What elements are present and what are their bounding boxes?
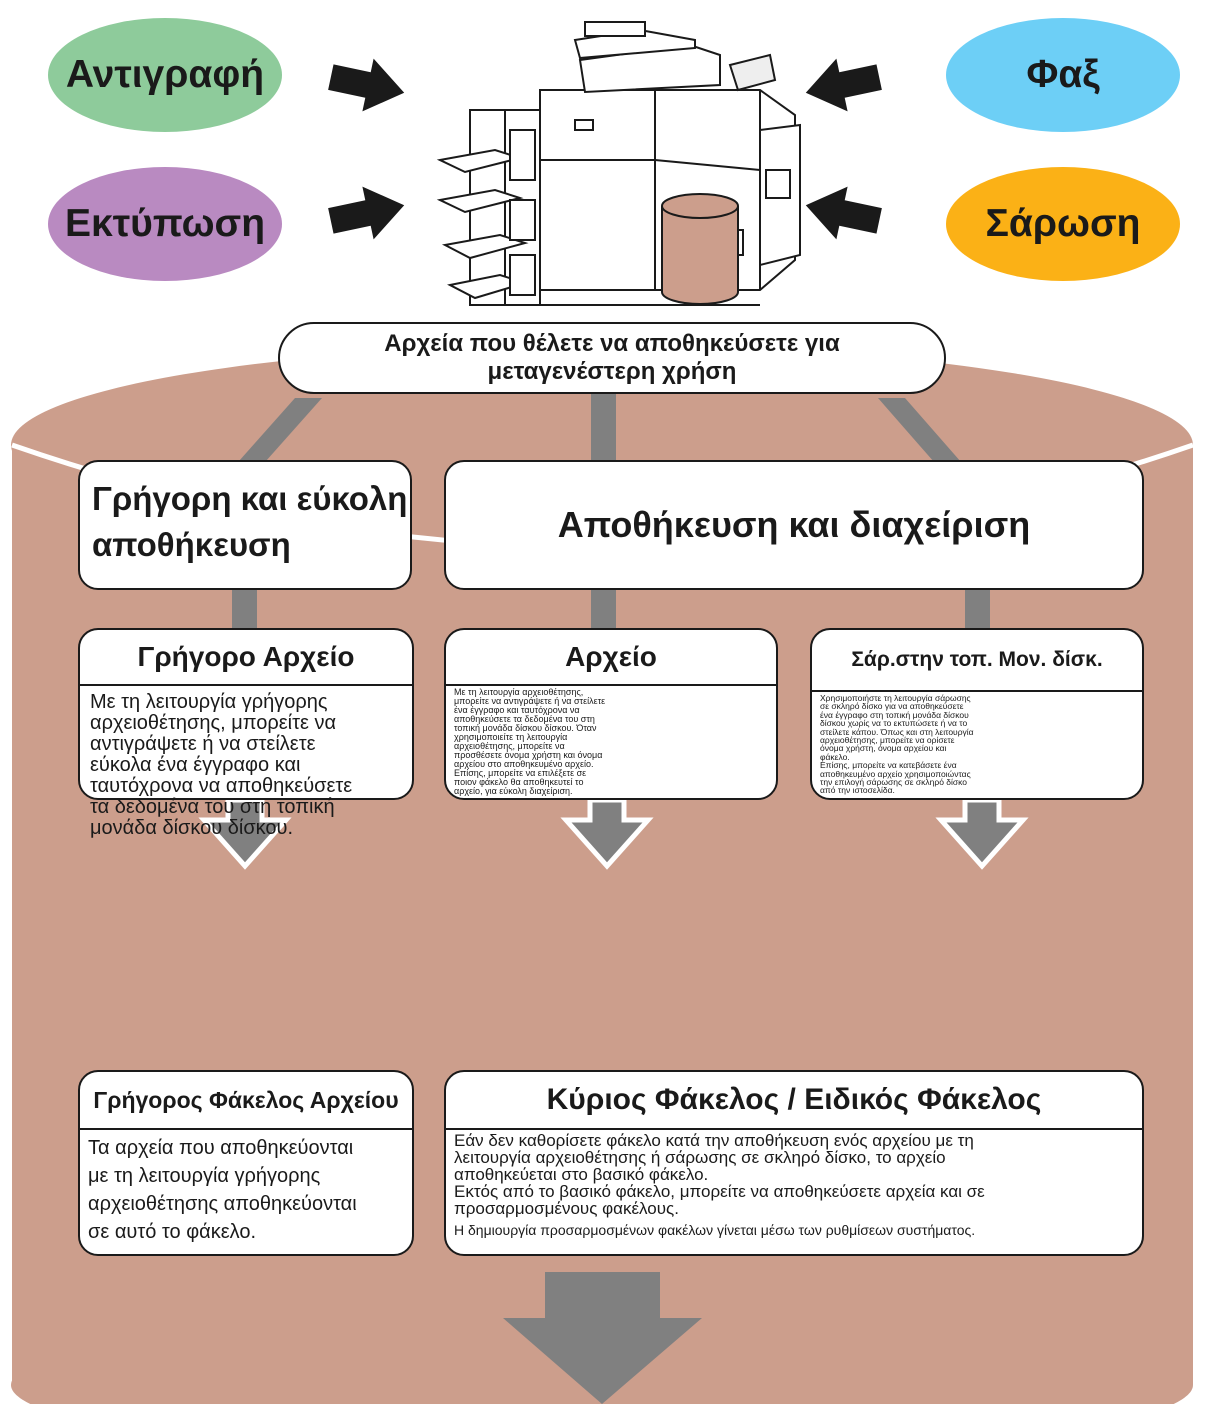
quick-folder-title: Γρήγορος Φάκελος Αρχείου: [80, 1072, 412, 1130]
fax-label: Φαξ: [1026, 53, 1100, 96]
files-to-store-text: Αρχεία που θέλετε να αποθηκεύσετε για με…: [384, 330, 840, 385]
bottom-down-arrow: [503, 1272, 702, 1404]
tf-arrow-scan: [935, 797, 1029, 870]
main-custom-folder-desc-1: Εάν δεν καθορίσετε φάκελο κατά την αποθή…: [454, 1131, 985, 1218]
tf-conn-3: [965, 590, 990, 630]
quick-folder-desc: Τα αρχεία που αποθηκεύονται με τη λειτου…: [88, 1137, 357, 1243]
main-custom-folder-card: Κύριος Φάκελος / Ειδικός Φάκελος Εάν δεν…: [444, 1070, 1144, 1256]
tf-file-card: Αρχείο Με τη λειτουργία αρχειοθέτησης, μ…: [444, 628, 778, 800]
copy-function: Αντιγραφή: [48, 18, 282, 132]
printer-illustration: [436, 21, 801, 306]
main-custom-folder-desc-2: Η δημιουργία προσαρμοσμένων φακέλων γίνε…: [454, 1222, 976, 1238]
tf-scan-hdd-desc: Χρησιμοποιήστε τη λειτουργία σάρωσης σε …: [820, 693, 974, 796]
print-function: Εκτύπωση: [48, 167, 282, 281]
tf-quick-file-desc: Με τη λειτουργία γρήγορης αρχειοθέτησης,…: [90, 691, 353, 839]
tf-arrow-file: [560, 797, 654, 870]
tf-quick-file-card: Γρήγορο Αρχείο Με τη λειτουργία γρήγορης…: [78, 628, 414, 839]
store-manage-category: Αποθήκευση και διαχείριση: [444, 460, 1144, 590]
tf-scan-hdd-card: Σάρ.στην τοπ. Μον. δίσκ. Χρησιμοποιήστε …: [810, 628, 1144, 800]
tf-file-title: Αρχείο: [446, 630, 776, 686]
tf-quick-file-title: Γρήγορο Αρχείο: [80, 630, 412, 686]
quick-folder-card: Γρήγορος Φάκελος Αρχείου Τα αρχεία που α…: [78, 1070, 414, 1256]
quick-storage-title: Γρήγορη και εύκολη αποθήκευση: [92, 480, 408, 563]
copy-label: Αντιγραφή: [65, 53, 265, 96]
input-arrows: [328, 58, 882, 240]
tf-conn-2: [591, 590, 616, 630]
tf-scan-hdd-title: Σάρ.στην τοπ. Μον. δίσκ.: [812, 630, 1142, 692]
scan-label: Σάρωση: [985, 202, 1141, 245]
fax-function: Φαξ: [946, 18, 1180, 132]
quick-storage-category: Γρήγορη και εύκολη αποθήκευση: [78, 460, 412, 590]
hard-disk-icon: [661, 193, 739, 305]
print-label: Εκτύπωση: [64, 202, 266, 245]
store-manage-title: Αποθήκευση και διαχείριση: [557, 504, 1031, 545]
tf-conn-1: [232, 590, 257, 630]
tf-arrow-quick: [198, 797, 292, 870]
main-custom-folder-title: Κύριος Φάκελος / Ειδικός Φάκελος: [446, 1072, 1142, 1130]
files-to-store-banner: Αρχεία που θέλετε να αποθηκεύσετε για με…: [278, 322, 946, 394]
tf-file-desc: Με τη λειτουργία αρχειοθέτησης, μπορείτε…: [454, 687, 606, 796]
tf-down-arrows: [198, 797, 1029, 870]
scan-function: Σάρωση: [946, 167, 1180, 281]
